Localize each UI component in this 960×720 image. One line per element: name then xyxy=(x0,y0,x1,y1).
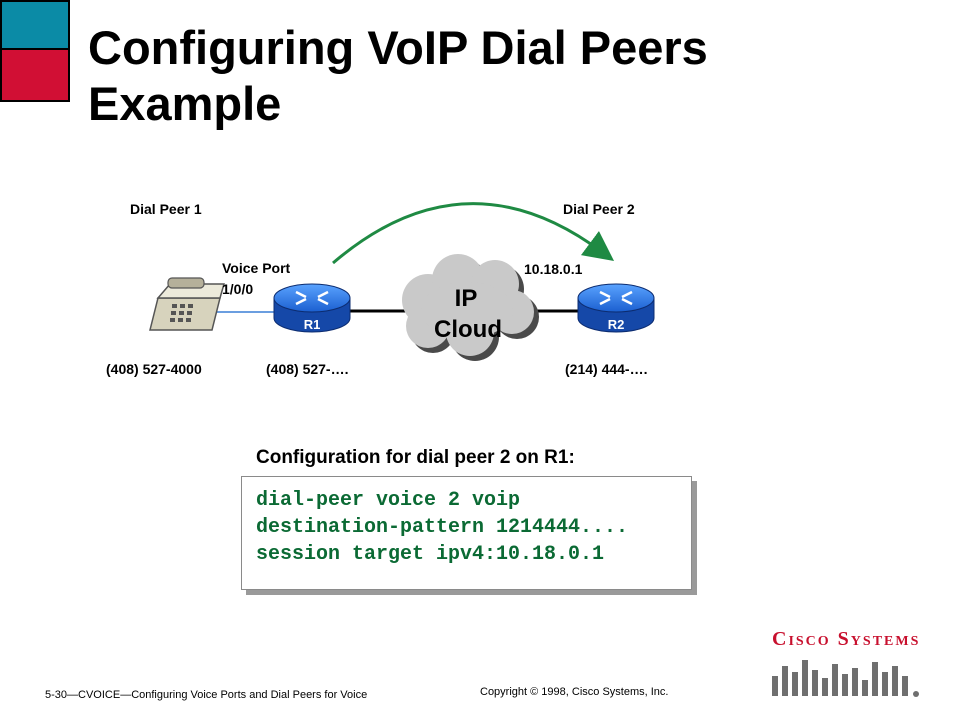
dial-peer-1-label: Dial Peer 1 xyxy=(130,201,202,217)
config-line-3: session target ipv4:10.18.0.1 xyxy=(256,543,605,566)
cisco-logo: Cisco Systems xyxy=(768,628,928,700)
voice-port-id: 1/0/0 xyxy=(222,281,254,297)
router-r2-icon xyxy=(577,283,655,333)
slide-title: Configuring VoIP Dial Peers Example xyxy=(88,21,708,130)
cisco-logo-text: Cisco Systems xyxy=(772,628,921,650)
r2-number-pattern: (214) 444-…. xyxy=(565,361,648,377)
config-heading: Configuration for dial peer 2 on R1: xyxy=(256,447,575,468)
corner-block-red xyxy=(0,48,70,102)
r2-ip-address: 10.18.0.1 xyxy=(524,261,583,277)
cisco-logo-mark-icon xyxy=(768,654,920,698)
ip-cloud-icon xyxy=(402,254,539,361)
voice-port-label: Voice Port xyxy=(222,260,291,276)
dial-peer-2-label: Dial Peer 2 xyxy=(563,201,635,217)
corner-block-teal xyxy=(0,0,70,50)
footer-course-text: 5-30—CVOICE—Configuring Voice Ports and … xyxy=(45,689,368,701)
config-code-box: dial-peer voice 2 voip destination-patte… xyxy=(241,476,692,590)
cloud-label-cloud: Cloud xyxy=(434,316,502,343)
router-r1-label: R1 xyxy=(304,317,321,332)
config-line-2: destination-pattern 1214444.... xyxy=(256,516,629,539)
config-line-1: dial-peer voice 2 voip xyxy=(256,489,521,512)
r1-number-pattern: (408) 527-…. xyxy=(266,361,349,377)
telephone-icon xyxy=(149,277,225,331)
footer-copyright: Copyright © 1998, Cisco Systems, Inc. xyxy=(480,686,669,698)
cloud-label-ip: IP xyxy=(455,285,478,312)
curved-arrow-icon xyxy=(332,202,615,265)
router-r1-icon xyxy=(273,283,351,333)
router-r2-label: R2 xyxy=(608,317,625,332)
phone-number: (408) 527-4000 xyxy=(106,361,202,377)
